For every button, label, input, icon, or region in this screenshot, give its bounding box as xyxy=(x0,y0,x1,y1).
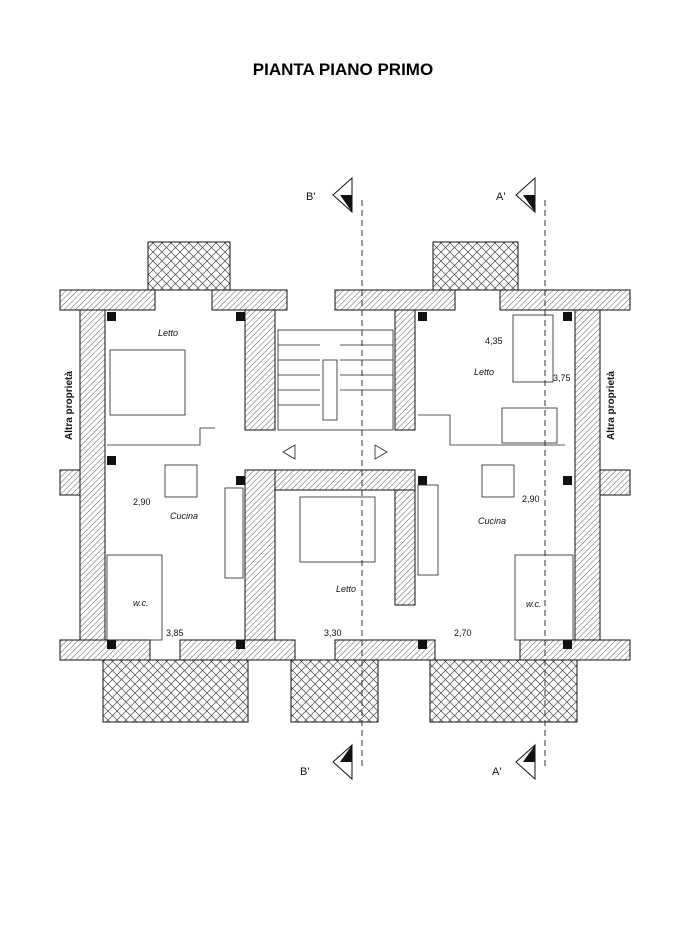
room-center-bedroom: Letto xyxy=(336,584,356,594)
dim-right-bedroom-width: 4,35 xyxy=(485,336,503,346)
arrow-right-icon xyxy=(374,444,388,460)
room-right-bedroom: Letto xyxy=(474,367,494,377)
double-bed xyxy=(109,349,186,416)
section-b-top: B' xyxy=(306,191,315,203)
double-bed xyxy=(299,496,376,563)
room-left-bedroom: Letto xyxy=(158,328,178,338)
dim-right-width: 2,70 xyxy=(454,628,472,638)
section-b-bottom: B' xyxy=(300,766,309,778)
room-left-kitchen: Cucina xyxy=(170,511,198,521)
balcony-top-left xyxy=(147,241,231,291)
side-label-left: Altra proprietà xyxy=(64,371,75,440)
side-label-right: Altra proprietà xyxy=(606,371,617,440)
table xyxy=(481,464,515,498)
table xyxy=(164,464,198,498)
walls xyxy=(59,289,631,661)
dim-left-width: 3,85 xyxy=(166,628,184,638)
plan-title: PIANTA PIANO PRIMO xyxy=(252,60,434,79)
room-right-wc: w.c. xyxy=(526,599,542,609)
staircase xyxy=(277,329,394,460)
dim-center-width: 3,30 xyxy=(324,628,342,638)
dim-right-bedroom-height: 3,75 xyxy=(553,373,571,383)
balconies xyxy=(102,241,578,723)
single-bed xyxy=(501,407,558,444)
section-a-bottom: A' xyxy=(492,766,501,778)
balcony-bottom-left xyxy=(102,659,249,723)
dim-left-kitchen-height: 2,90 xyxy=(133,497,151,507)
bathroom xyxy=(106,554,163,641)
balcony-top-right xyxy=(432,241,519,291)
balcony-bottom-center xyxy=(290,659,379,723)
bathroom xyxy=(514,554,574,641)
balcony-bottom-right xyxy=(429,659,578,723)
section-a-top: A' xyxy=(496,191,505,203)
dim-right-kitchen-height: 2,90 xyxy=(522,494,540,504)
arrow-left-icon xyxy=(282,444,296,460)
section-lines: B' A' B' A' xyxy=(300,176,546,781)
single-bed xyxy=(512,314,554,383)
room-left-wc: w.c. xyxy=(133,598,149,608)
room-right-kitchen: Cucina xyxy=(478,516,506,526)
interior xyxy=(106,314,574,641)
